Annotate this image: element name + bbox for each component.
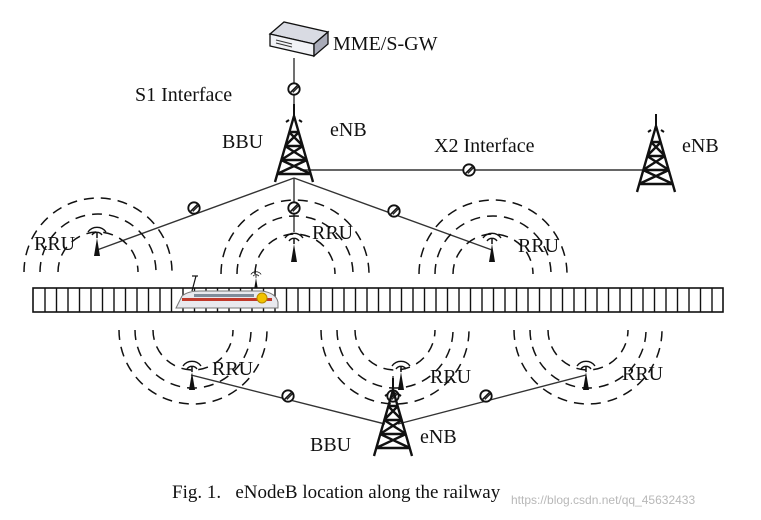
rru-d-label: RRU: [212, 358, 254, 380]
rru-b-label: RRU: [312, 222, 354, 244]
enb-right-label: eNB: [682, 135, 719, 157]
train-icon: [175, 275, 279, 309]
bbu-bottom-tower-icon: [372, 376, 414, 458]
s1-interface-label: S1 Interface: [135, 84, 232, 106]
rru-d-antenna-icon: [182, 360, 202, 391]
rru-e-label: RRU: [430, 366, 472, 388]
rru-b-antenna-icon: [284, 232, 304, 263]
enb-right-tower-icon: [635, 112, 677, 194]
rru-f-antenna-icon: [576, 360, 596, 391]
rru-c-label: RRU: [518, 235, 560, 257]
server-icon: [268, 21, 330, 58]
watermark: https://blog.csdn.net/qq_45632433: [511, 493, 695, 507]
railway-track: [32, 287, 724, 313]
signal-waves-upper: [23, 197, 568, 275]
enb-top-label: eNB: [330, 119, 367, 141]
enb-bottom-label: eNB: [420, 426, 457, 448]
link-lines: [96, 58, 653, 425]
bbu-bottom-label: BBU: [310, 434, 352, 456]
rru-a-label: RRU: [34, 233, 76, 255]
rru-a-antenna-icon: [87, 226, 107, 257]
rru-e-antenna-icon: [391, 360, 411, 391]
rru-f-label: RRU: [622, 363, 664, 385]
x2-interface-label: X2 Interface: [434, 135, 535, 157]
signal-waves-lower: [118, 329, 663, 405]
bbu-top-label: BBU: [222, 131, 264, 153]
figure-caption: Fig. 1. eNodeB location along the railwa…: [172, 482, 501, 503]
train-antenna-icon: [250, 271, 262, 289]
mme-label: MME/S-GW: [333, 33, 438, 55]
